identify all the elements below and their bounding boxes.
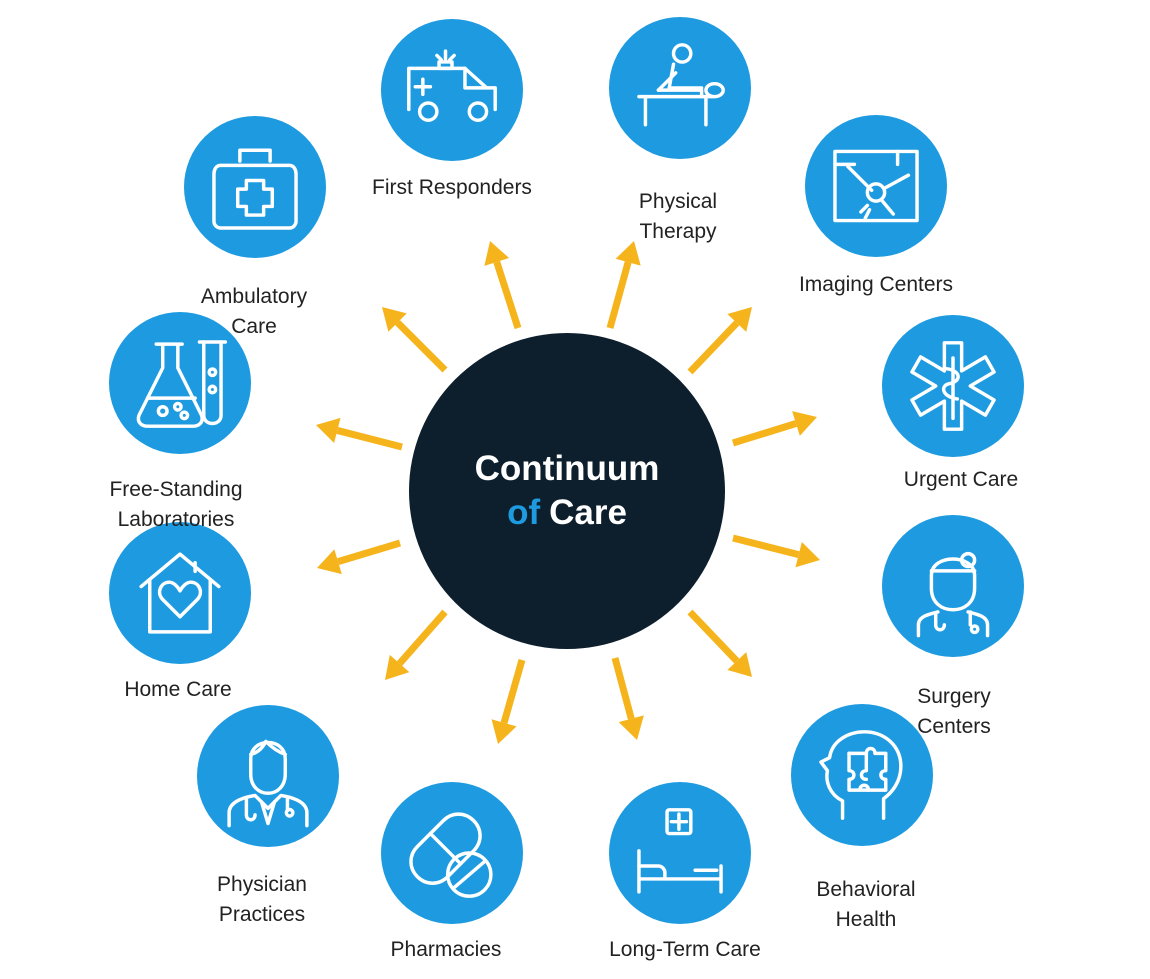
node-label-first-responders: First Responders bbox=[372, 176, 532, 199]
head-puzzle-icon bbox=[819, 730, 903, 820]
node-label-physical-therapy: Physical Therapy bbox=[638, 190, 718, 243]
arrow-free-standing-labs bbox=[316, 417, 403, 451]
center-title-line1: Continuum bbox=[474, 449, 660, 488]
node-circle-urgent-care bbox=[882, 315, 1024, 457]
star-of-life-icon bbox=[910, 341, 996, 431]
arrow-home-care bbox=[317, 539, 402, 575]
node-circle-surgery-centers bbox=[882, 515, 1024, 657]
arrow-imaging-centers bbox=[687, 307, 752, 375]
node-circle-imaging-centers bbox=[805, 115, 947, 257]
node-label-long-term-care: Long-Term Care bbox=[609, 938, 761, 961]
arrow-first-responders bbox=[484, 241, 522, 330]
arrow-long-term-care bbox=[611, 657, 644, 740]
center-title-accent: of bbox=[507, 493, 541, 532]
ambulance-icon bbox=[407, 49, 497, 122]
node-circle-free-standing-labs bbox=[109, 312, 251, 454]
node-label-home-care: Home Care bbox=[124, 678, 232, 701]
doctor-icon bbox=[227, 739, 309, 828]
node-label-imaging-centers: Imaging Centers bbox=[798, 273, 954, 296]
node-circle-long-term-care bbox=[609, 782, 751, 924]
node-label-surgery-centers: Surgery Centers bbox=[917, 685, 991, 738]
pills-icon bbox=[409, 812, 493, 898]
node-label-urgent-care: Urgent Care bbox=[903, 468, 1019, 491]
medical-bag-icon bbox=[212, 148, 298, 230]
arrow-physician-practices bbox=[385, 609, 448, 680]
node-label-behavioral-health: Behavioral Health bbox=[816, 878, 916, 931]
arrow-urgent-care bbox=[731, 411, 817, 447]
node-circle-physical-therapy bbox=[609, 17, 751, 159]
xray-icon bbox=[833, 149, 919, 223]
node-label-pharmacies: Pharmacies bbox=[390, 938, 502, 961]
massage-table-icon bbox=[637, 43, 725, 127]
lab-flask-icon bbox=[136, 340, 228, 428]
house-heart-icon bbox=[139, 552, 221, 634]
arrow-ambulatory-care bbox=[382, 307, 448, 373]
node-circle-physician-practices bbox=[197, 705, 339, 847]
node-circle-behavioral-health bbox=[791, 704, 933, 846]
arrow-behavioral-health bbox=[687, 609, 752, 677]
node-label-physician-practices: Physician Practices bbox=[217, 873, 307, 926]
node-circle-ambulatory-care bbox=[184, 116, 326, 258]
node-circle-pharmacies bbox=[381, 782, 523, 924]
node-label-ambulatory-care: Ambulatory Care bbox=[200, 285, 308, 338]
node-label-free-standing-labs: Free-Standing Laboratories bbox=[109, 478, 243, 531]
node-circle-first-responders bbox=[381, 19, 523, 161]
surgeon-icon bbox=[916, 551, 990, 638]
arrow-physical-therapy bbox=[606, 241, 641, 329]
node-circle-home-care bbox=[109, 522, 251, 664]
arrow-surgery-centers bbox=[732, 534, 820, 568]
hospital-bed-icon bbox=[637, 808, 723, 894]
arrow-pharmacies bbox=[491, 659, 526, 744]
center-title-rest: Care bbox=[549, 493, 627, 532]
